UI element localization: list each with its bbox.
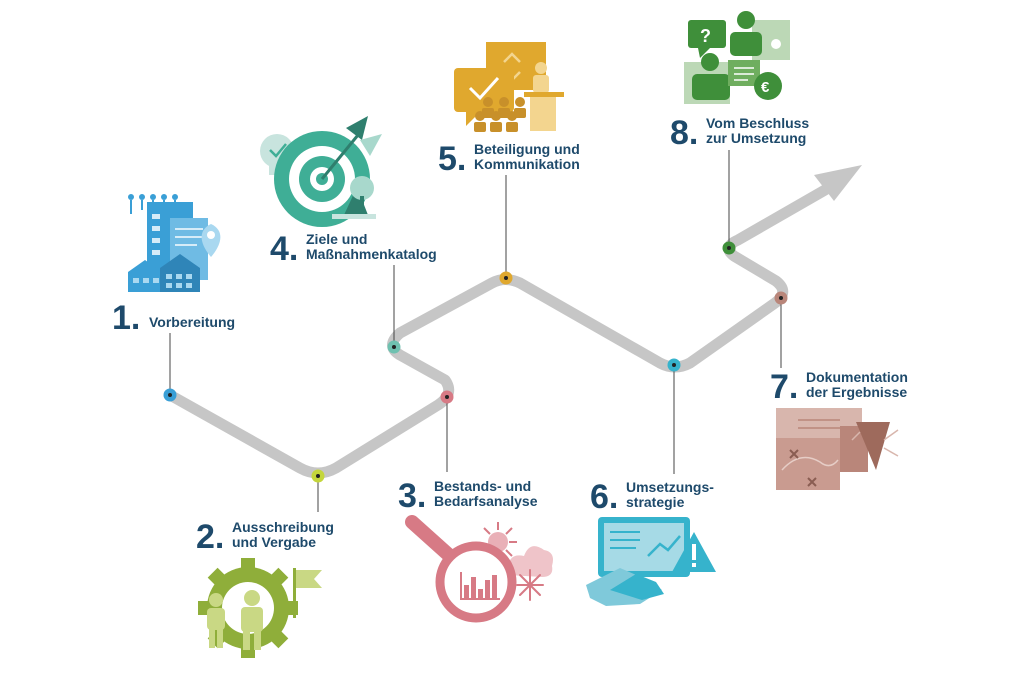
- path-markers: [163, 241, 788, 483]
- step-title-3a: Bestands- und: [434, 478, 531, 494]
- documents-map-icon: [776, 408, 899, 490]
- step-title-7b: der Ergebnisse: [806, 384, 907, 400]
- step-title-5a: Beteiligung und: [474, 141, 580, 157]
- step-label-7: 7. Dokumentation der Ergebnisse: [770, 368, 908, 406]
- connector-lines: [169, 150, 782, 512]
- presentation-audience-icon: [454, 42, 564, 132]
- process-path: [164, 184, 831, 479]
- marker-2: [311, 469, 325, 483]
- step-title-3b: Bedarfsanalyse: [434, 493, 538, 509]
- svg-text:?: ?: [700, 26, 711, 46]
- gear-people-icon: [198, 558, 322, 658]
- step-title-4b: Maßnahmenkatalog: [306, 246, 437, 262]
- step-number-1: 1.: [112, 299, 140, 337]
- step-number-6: 6.: [590, 478, 618, 516]
- target-arrow-icon: [260, 116, 382, 227]
- step-label-4: 4. Ziele und Maßnahmenkatalog: [270, 230, 437, 268]
- step-title-8a: Vom Beschluss: [706, 115, 809, 131]
- marker-7: [774, 291, 788, 305]
- step-label-3: 3. Bestands- und Bedarfsanalyse: [398, 477, 538, 515]
- step-number-8: 8.: [670, 114, 698, 152]
- building-rain-icon: [128, 194, 221, 292]
- step-title-2a: Ausschreibung: [232, 519, 334, 535]
- marker-1: [163, 388, 177, 402]
- step-title-8b: zur Umsetzung: [706, 130, 806, 146]
- tablet-handshake-icon: [586, 517, 716, 606]
- step-number-4: 4.: [270, 230, 298, 268]
- step-title-6a: Umsetzungs-: [626, 479, 714, 495]
- people-speech-euro-icon: ? €: [684, 11, 790, 104]
- marker-3: [440, 390, 454, 404]
- step-label-6: 6. Umsetzungs- strategie: [590, 478, 714, 516]
- marker-8: [722, 241, 736, 255]
- step-title-2b: und Vergabe: [232, 534, 316, 550]
- step-label-2: 2. Ausschreibung und Vergabe: [196, 518, 334, 556]
- step-label-8: 8. Vom Beschluss zur Umsetzung: [670, 114, 809, 152]
- step-title-5b: Kommunikation: [474, 156, 580, 172]
- step-number-5: 5.: [438, 140, 466, 178]
- step-number-2: 2.: [196, 518, 224, 556]
- step-number-3: 3.: [398, 477, 426, 515]
- step-title-1: Vorbereitung: [149, 314, 235, 330]
- step-label-5: 5. Beteiligung und Kommunikation: [438, 140, 580, 178]
- step-title-7a: Dokumentation: [806, 369, 908, 385]
- step-title-6b: strategie: [626, 494, 685, 510]
- path-arrowhead: [814, 165, 862, 201]
- step-label-1: 1. Vorbereitung: [112, 299, 235, 337]
- svg-text:€: €: [761, 79, 770, 96]
- step-title-4a: Ziele und: [306, 231, 367, 247]
- marker-6: [667, 358, 681, 372]
- magnifier-climate-icon: [405, 515, 553, 623]
- marker-4: [387, 340, 401, 354]
- marker-5: [499, 271, 513, 285]
- step-number-7: 7.: [770, 368, 798, 406]
